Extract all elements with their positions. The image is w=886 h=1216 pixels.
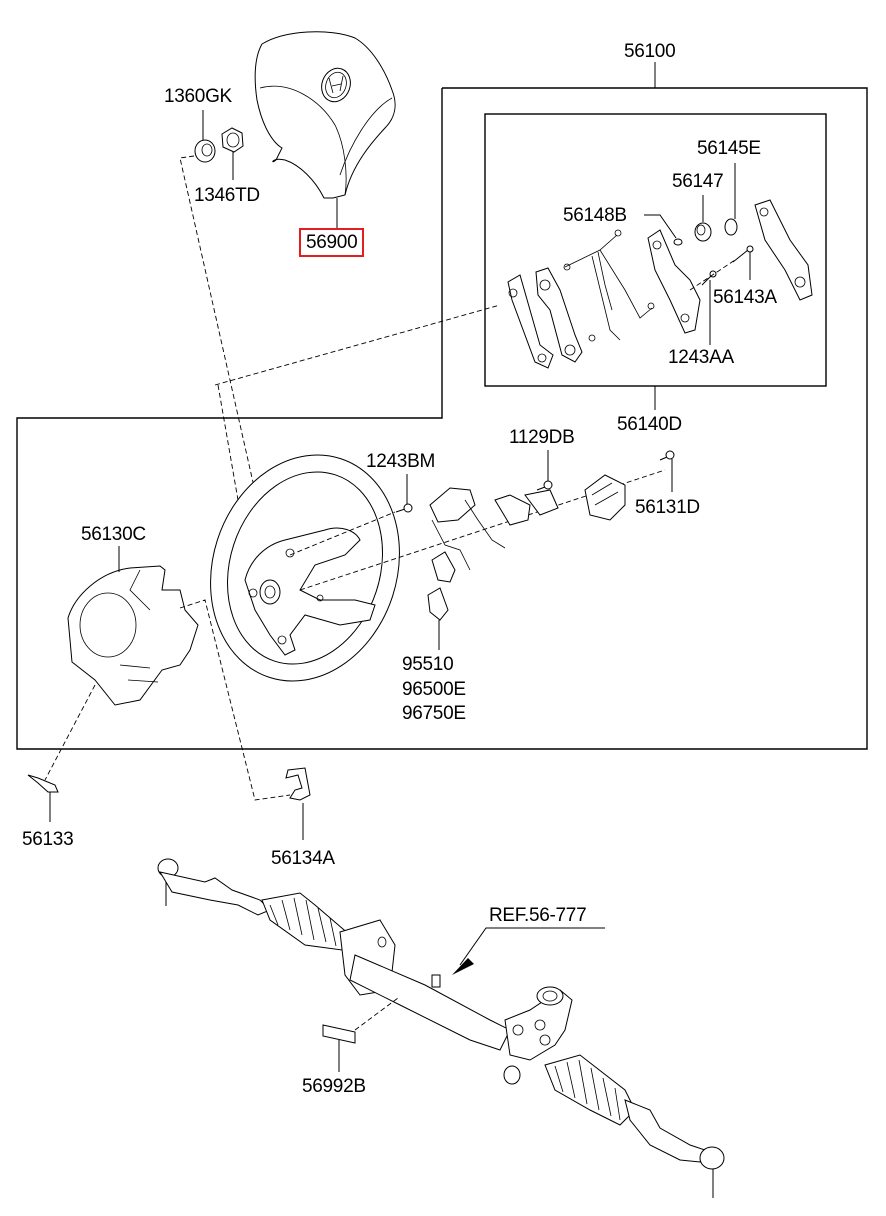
label-56133[interactable]: 56133: [22, 829, 74, 850]
label-96750E[interactable]: 96750E: [402, 703, 466, 724]
label-1243AA[interactable]: 1243AA: [668, 347, 734, 368]
label-56992B[interactable]: 56992B: [302, 1076, 366, 1097]
bracket-56134A[interactable]: [285, 767, 311, 840]
label-56143A[interactable]: 56143A: [713, 287, 777, 308]
switch-bracket-left-2[interactable]: [535, 267, 583, 363]
label-56140D[interactable]: 56140D: [617, 414, 682, 435]
label-56148B[interactable]: 56148B: [563, 205, 627, 226]
assembly-frame-56100: [16, 62, 868, 750]
label-56147[interactable]: 56147: [672, 171, 724, 192]
sensor-95510[interactable]: [427, 551, 456, 650]
washer-1360GK[interactable]: [194, 110, 216, 163]
label-1129DB[interactable]: 1129DB: [509, 427, 575, 448]
switch-bracket-left[interactable]: [507, 274, 554, 369]
lower-cover-56130C[interactable]: [67, 546, 199, 706]
label-56134A[interactable]: 56134A: [271, 848, 335, 869]
label-1243BM[interactable]: 1243BM: [366, 451, 435, 472]
airbag-module-56900[interactable]: [254, 31, 396, 229]
steering-gear-assembly: [157, 858, 725, 1198]
label-56130C[interactable]: 56130C: [81, 524, 146, 545]
horn-switch-56131D-part[interactable]: [584, 474, 626, 521]
label-95510[interactable]: 95510: [402, 654, 454, 675]
clip-56133[interactable]: [27, 774, 59, 822]
switch-mount-plate[interactable]: [647, 229, 701, 334]
nut-56148B[interactable]: [644, 214, 683, 246]
bushing-56147[interactable]: [694, 195, 712, 242]
label-56900-highlighted[interactable]: 56900: [298, 228, 365, 257]
switch-wiring-harness[interactable]: [563, 229, 655, 342]
label-plate-56992B[interactable]: [322, 997, 399, 1072]
label-96500E[interactable]: 96500E: [402, 679, 466, 700]
label-56100[interactable]: 56100: [624, 41, 676, 62]
ref-arrow: [452, 927, 605, 975]
screw-1129DB[interactable]: [536, 450, 553, 491]
nut-1346TD[interactable]: [221, 127, 244, 180]
ring-56145E[interactable]: [724, 163, 738, 236]
assembly-frame-56140D: [484, 113, 827, 410]
arrow-head-icon: [452, 958, 474, 975]
label-1346TD[interactable]: 1346TD: [194, 185, 260, 206]
screw-1243AA[interactable]: [701, 270, 717, 345]
screw-1243BM[interactable]: [395, 474, 413, 513]
label-ref-56-777[interactable]: REF.56-777: [489, 905, 587, 926]
steering-wheel[interactable]: [182, 430, 428, 706]
screw-56131D[interactable]: [659, 450, 675, 492]
label-56131D[interactable]: 56131D: [635, 497, 700, 518]
label-1360GK[interactable]: 1360GK: [164, 86, 232, 107]
label-56145E[interactable]: 56145E: [697, 138, 761, 159]
switch-bracket-right[interactable]: [754, 199, 813, 301]
hyundai-emblem-icon: [321, 67, 351, 103]
clock-spring-connector[interactable]: [429, 487, 559, 571]
screw-56143A[interactable]: [732, 245, 754, 280]
